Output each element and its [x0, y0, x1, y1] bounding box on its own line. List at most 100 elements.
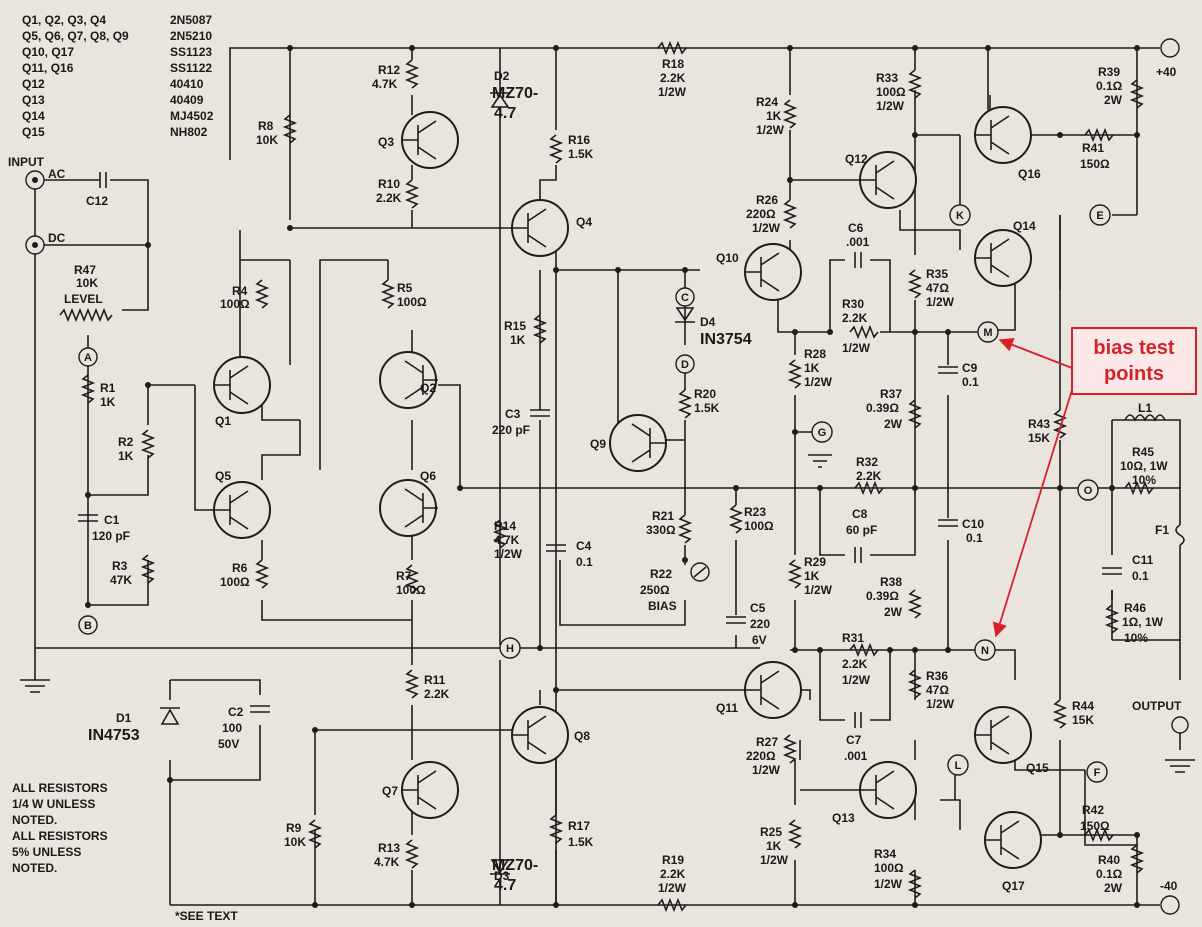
component-ref: R6	[232, 561, 248, 575]
component-ref: C10	[962, 517, 984, 531]
transistor-label: Q10	[716, 251, 739, 265]
component-value: 1/2W	[926, 697, 955, 711]
component-ref: R14	[494, 519, 516, 533]
component-value: 1K	[804, 569, 820, 583]
component-ref: C3	[505, 407, 521, 421]
transistors	[213, 106, 1042, 869]
legend-refs: Q12	[22, 77, 45, 91]
transistor-label: Q11	[716, 701, 738, 715]
legend-refs: Q14	[22, 109, 45, 123]
component-ref: R25	[760, 825, 782, 839]
component-value: 0.1Ω	[1096, 867, 1123, 881]
transistor-labels: Q1 Q2 Q3 Q4 Q5 Q6 Q7 Q8 Q9 Q10 Q11 Q12 Q…	[215, 135, 1049, 893]
transistor-label: Q4	[576, 215, 592, 229]
note-line: 1/4 W UNLESS	[12, 797, 95, 811]
passives	[20, 38, 1195, 915]
component-ref: R9	[286, 821, 302, 835]
transistor-label: Q6	[420, 469, 436, 483]
component-value: 60 pF	[846, 523, 877, 537]
component-ref: C6	[848, 221, 864, 235]
transistor-q12	[859, 151, 917, 209]
component-value: 2.2K	[660, 71, 686, 85]
component-value: LEVEL	[64, 292, 103, 306]
test-point-e: E	[1089, 204, 1111, 226]
transistor-label: Q9	[590, 437, 606, 451]
component-value: 10K	[76, 276, 98, 290]
component-value: 1/2W	[874, 877, 903, 891]
component-ref: R41	[1082, 141, 1104, 155]
legend-refs: Q5, Q6, Q7, Q8, Q9	[22, 29, 129, 43]
component-ref: R5	[397, 281, 413, 295]
component-ref: R42	[1082, 803, 1104, 817]
component-ref: R29	[804, 555, 826, 569]
component-value: 1.5K	[568, 835, 594, 849]
svg-text:M: M	[983, 327, 992, 339]
transistor-label: Q1	[215, 414, 231, 428]
legend-refs: Q15	[22, 125, 45, 139]
component-value: 100Ω	[396, 583, 426, 597]
component-ref: C9	[962, 361, 978, 375]
component-value: .001	[844, 749, 868, 763]
component-ref: R46	[1124, 601, 1146, 615]
component-ref: R3	[112, 559, 128, 573]
transistor-q4	[511, 199, 569, 257]
component-value: 1Ω, 1W	[1122, 615, 1164, 629]
component-ref: L1	[1138, 401, 1152, 415]
legend-part: MJ4502	[170, 109, 214, 123]
transistor-label: Q5	[215, 469, 231, 483]
component-value: 1K	[100, 395, 116, 409]
component-ref: C4	[576, 539, 592, 553]
note-line: ALL RESISTORS	[12, 829, 108, 843]
legend-refs: Q1, Q2, Q3, Q4	[22, 13, 106, 27]
input-ac-label: AC	[48, 167, 66, 181]
component-ref: C5	[750, 601, 766, 615]
component-ref: C8	[852, 507, 868, 521]
transistor-label: Q2	[420, 381, 436, 395]
transistor-label: Q17	[1002, 879, 1025, 893]
component-ref: R28	[804, 347, 826, 361]
component-ref: R44	[1072, 699, 1094, 713]
transistor-label: Q14	[1013, 219, 1036, 233]
component-value: 1/2W	[842, 341, 871, 355]
transistor-q15	[974, 706, 1032, 764]
component-ref: R26	[756, 193, 778, 207]
test-point-o: O	[1077, 479, 1099, 501]
component-ref: D2	[494, 69, 510, 83]
svg-text:B: B	[84, 620, 92, 632]
transistor-q8	[511, 706, 569, 764]
transistor-label: Q8	[574, 729, 590, 743]
component-ref: R32	[856, 455, 878, 469]
component-value: 1K	[766, 109, 782, 123]
component-value: 100Ω	[874, 861, 904, 875]
component-value: 1/2W	[876, 99, 905, 113]
component-value: 4.7	[494, 105, 516, 122]
component-ref: R20	[694, 387, 716, 401]
component-value: 1/2W	[842, 673, 871, 687]
transistor-q7	[401, 761, 459, 819]
component-value: 10%	[1132, 473, 1156, 487]
component-value: 100	[222, 721, 242, 735]
component-ref: R34	[874, 847, 896, 861]
test-point-d: D	[675, 354, 695, 374]
component-ref: R45	[1132, 445, 1154, 459]
transistor-q5	[213, 481, 271, 539]
component-value: 2W	[1104, 93, 1123, 107]
component-value: 15K	[1072, 713, 1094, 727]
component-value: MZ70-	[492, 857, 538, 874]
component-value: 220Ω	[746, 207, 776, 221]
component-value: IN4753	[88, 727, 140, 744]
svg-text:H: H	[506, 643, 514, 655]
component-value: 2.2K	[856, 469, 882, 483]
component-value: 1/2W	[756, 123, 785, 137]
component-ref: D3	[494, 869, 510, 883]
svg-text:A: A	[84, 352, 92, 364]
note-line: 5% UNLESS	[12, 845, 81, 859]
component-value: 6V	[752, 633, 767, 647]
component-value: 330Ω	[646, 523, 676, 537]
legend-refs: Q10, Q17	[22, 45, 74, 59]
component-value: 1/2W	[760, 853, 789, 867]
svg-text:C: C	[681, 292, 689, 304]
component-value: 10K	[256, 133, 278, 147]
component-value: 100Ω	[397, 295, 427, 309]
component-ref: R38	[880, 575, 902, 589]
